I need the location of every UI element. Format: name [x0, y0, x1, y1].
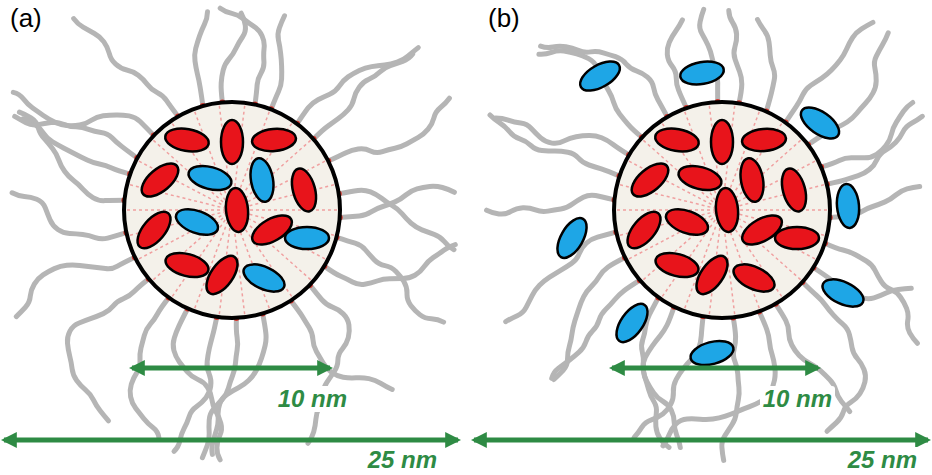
panel-letter: (a) — [10, 4, 42, 33]
polymer-chain — [291, 301, 392, 390]
polymer-chain — [827, 116, 923, 184]
red-molecule — [163, 249, 211, 282]
polymer-chain — [496, 118, 629, 155]
red-molecule — [131, 206, 176, 254]
polymer-chain — [13, 92, 154, 135]
polymer-chain — [667, 20, 686, 108]
blue-molecule — [835, 183, 861, 229]
red-molecule — [737, 156, 766, 203]
blue-molecule — [688, 337, 736, 370]
polymer-chain — [324, 245, 455, 285]
molecules — [131, 55, 867, 369]
polymer-chain — [308, 285, 349, 443]
core-outline — [124, 102, 340, 318]
polymer-chain — [729, 11, 742, 104]
red-molecule — [741, 127, 787, 153]
polymer-chain — [15, 116, 138, 158]
dimension-label: 10 nm — [760, 386, 835, 412]
dimension-label: 10 nm — [275, 386, 350, 412]
polymer-chain — [758, 20, 775, 112]
blue-molecule — [575, 55, 624, 96]
polymer-chain — [74, 19, 178, 117]
polymer-chains — [12, 8, 922, 460]
red-molecule — [676, 162, 724, 195]
dimension-arrow — [4, 438, 458, 443]
red-molecule — [711, 120, 733, 164]
polymer-chain — [173, 309, 221, 460]
red-molecule — [775, 227, 819, 249]
polymer-chain — [314, 54, 413, 139]
polymer-chain — [328, 98, 449, 161]
red-molecule — [621, 206, 666, 254]
blue-molecule — [239, 259, 288, 298]
blue-molecule — [247, 156, 276, 203]
blue-molecule — [173, 204, 222, 240]
polymer-chain — [663, 311, 775, 446]
red-molecule — [288, 166, 321, 214]
polymer-chain — [339, 190, 454, 250]
red-molecule — [729, 259, 778, 298]
red-molecule — [653, 249, 701, 282]
blue-molecule — [818, 274, 867, 313]
polymer-chain — [16, 257, 135, 316]
red-molecule — [200, 251, 243, 300]
blue-molecule — [796, 101, 845, 144]
polymer-chain — [221, 13, 245, 102]
dimension-arrow — [612, 366, 818, 371]
red-molecule — [221, 120, 243, 164]
polymer-chain — [554, 258, 625, 380]
dimension-arrow — [132, 366, 330, 371]
polymer-chain — [195, 12, 208, 106]
polymer-chain — [541, 46, 668, 117]
red-molecule — [163, 125, 210, 154]
dimension-label: 25 nm — [845, 447, 920, 473]
blue-molecule — [678, 58, 725, 87]
red-molecule — [626, 157, 674, 202]
panel-letter: (b) — [488, 4, 520, 33]
polymer-chain — [700, 9, 718, 102]
polymer-chain — [271, 16, 284, 110]
red-molecule — [136, 157, 184, 202]
dimension-label: 25 nm — [365, 447, 440, 473]
micelle-cores — [124, 102, 830, 318]
polymer-chain — [643, 307, 680, 448]
red-molecule — [653, 125, 700, 154]
dimension-arrow — [474, 438, 928, 443]
blue-molecule — [551, 213, 592, 262]
polymer-chain — [220, 8, 264, 104]
dimension-arrows — [4, 368, 928, 440]
blue-molecule — [186, 162, 234, 195]
red-molecule — [690, 251, 733, 300]
core-outline — [614, 102, 830, 318]
polymer-chain — [174, 317, 217, 451]
red-molecule — [224, 187, 250, 233]
red-molecule — [251, 127, 297, 153]
polymer-chain — [487, 195, 615, 214]
micelle-core — [614, 102, 830, 318]
polymer-chain — [67, 279, 148, 421]
blue-molecule — [285, 227, 329, 249]
blue-molecule — [610, 299, 653, 348]
red-molecule — [778, 166, 811, 214]
micelle-core — [124, 102, 340, 318]
red-molecule — [663, 204, 712, 240]
red-molecule — [714, 187, 740, 233]
